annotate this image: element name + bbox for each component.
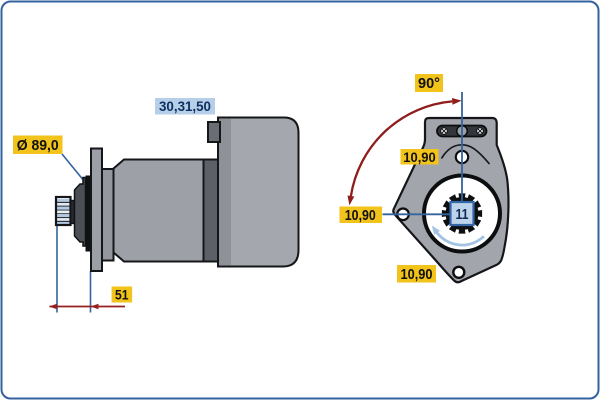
svg-text:90°: 90° [418,76,440,92]
svg-text:10,90: 10,90 [345,208,376,224]
svg-text:Ø 89,0: Ø 89,0 [17,137,59,154]
svg-text:10,90: 10,90 [401,267,433,283]
svg-text:51: 51 [115,287,129,303]
svg-text:11: 11 [456,206,469,223]
svg-text:30,31,50: 30,31,50 [159,99,211,114]
svg-text:10,90: 10,90 [403,149,436,165]
